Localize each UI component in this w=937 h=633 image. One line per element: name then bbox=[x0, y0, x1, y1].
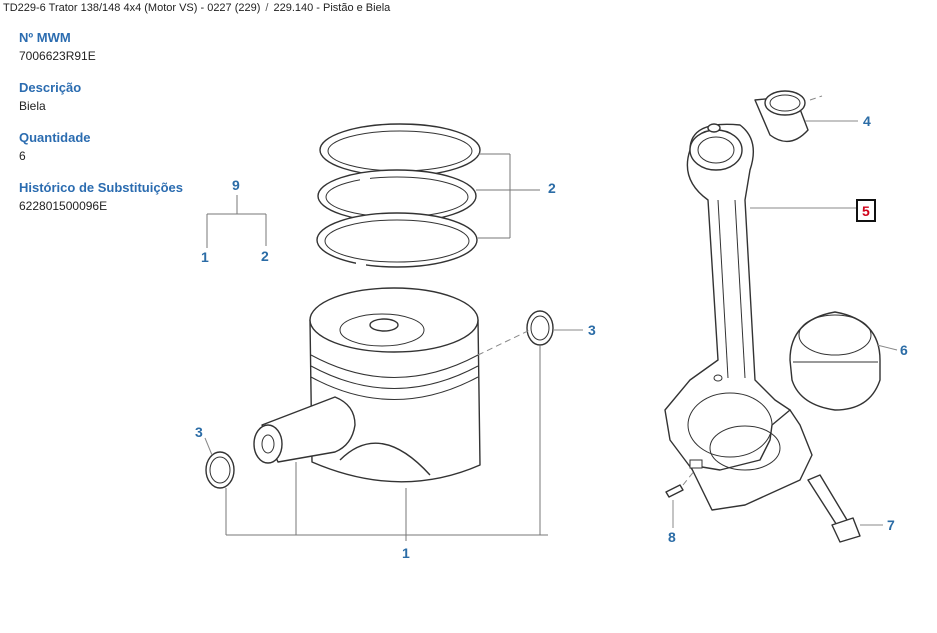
callout-2-bracket bbox=[476, 153, 540, 239]
callout-8[interactable]: 8 bbox=[668, 529, 676, 545]
circlip-right[interactable] bbox=[526, 310, 554, 346]
replacement-history-value: 622801500096E bbox=[19, 199, 108, 213]
callout-3-left[interactable]: 3 bbox=[195, 424, 203, 440]
callout-1-kit[interactable]: 1 bbox=[201, 249, 209, 265]
connecting-rod[interactable] bbox=[664, 123, 801, 491]
breadcrumb-group[interactable]: TD229-6 Trator 138/148 4x4 (Motor VS) - … bbox=[3, 2, 261, 14]
callout-5-highlight-box bbox=[856, 199, 876, 222]
small-end-bush[interactable] bbox=[754, 90, 809, 143]
callout-7[interactable]: 7 bbox=[887, 517, 895, 533]
mwm-number-value: 7006623R91E bbox=[19, 49, 96, 63]
callout-6[interactable]: 6 bbox=[900, 342, 908, 358]
callout-1[interactable]: 1 bbox=[402, 545, 410, 561]
breadcrumb-separator: / bbox=[265, 2, 269, 14]
breadcrumb: TD229-6 Trator 138/148 4x4 (Motor VS) - … bbox=[3, 2, 390, 14]
quantity-value: 6 bbox=[19, 149, 26, 163]
callout-4[interactable]: 4 bbox=[863, 113, 871, 129]
callout-5[interactable]: 5 bbox=[862, 203, 870, 219]
part-info-panel: Nº MWM 7006623R91E Descrição Biela Quant… bbox=[19, 30, 219, 230]
dowel-pin[interactable] bbox=[665, 484, 684, 498]
connecting-rod-bolt[interactable] bbox=[807, 474, 861, 543]
callout-1-bracket bbox=[225, 346, 548, 541]
callout-2-kit[interactable]: 2 bbox=[261, 248, 269, 264]
callout-3-right[interactable]: 3 bbox=[588, 322, 596, 338]
piston-rings[interactable] bbox=[316, 123, 481, 268]
bearing-shells[interactable] bbox=[789, 311, 881, 411]
callout-9-bracket bbox=[206, 195, 267, 248]
piston-pin[interactable] bbox=[253, 396, 356, 464]
description-label: Descrição bbox=[19, 80, 82, 95]
quantity-label: Quantidade bbox=[19, 130, 91, 145]
mwm-number-label: Nº MWM bbox=[19, 30, 71, 45]
replacement-history-label: Histórico de Substituições bbox=[19, 180, 183, 195]
callout-2[interactable]: 2 bbox=[548, 180, 556, 196]
description-value: Biela bbox=[19, 99, 46, 113]
circlip-left[interactable] bbox=[205, 451, 235, 489]
breadcrumb-section[interactable]: 229.140 - Pistão e Biela bbox=[273, 2, 391, 14]
callout-9[interactable]: 9 bbox=[232, 177, 240, 193]
connecting-rod-cap[interactable] bbox=[689, 409, 813, 511]
piston[interactable] bbox=[309, 287, 481, 483]
